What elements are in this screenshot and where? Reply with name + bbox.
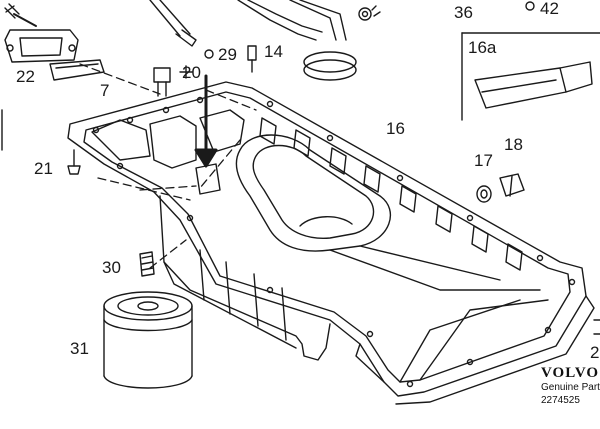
part-2-drawing: [593, 319, 600, 335]
oil-pickup-drawing: [237, 0, 357, 81]
brand-number: 2274525: [541, 395, 580, 406]
drain-plug-drawing: [153, 65, 193, 97]
brand-name: VOLVO: [541, 365, 600, 381]
label-20: 20: [182, 63, 201, 82]
label-30: 30: [102, 258, 121, 277]
nipple-30-drawing: [139, 251, 155, 277]
label-22: 22: [16, 67, 35, 86]
brand-subtitle: Genuine Part: [541, 382, 600, 393]
label-2: 2: [590, 343, 600, 362]
label-17: 17: [474, 151, 493, 170]
oil-pan-drawing: [67, 81, 595, 405]
cover-plate-drawing: [4, 29, 105, 81]
label-7: 7: [100, 81, 110, 100]
bolt-21-drawing: [67, 149, 81, 175]
small-hardware-drawing: [204, 45, 257, 73]
dipstick-tube-drawing: [149, 0, 197, 47]
label-16a: 16a: [468, 38, 497, 57]
sealant-tube-box: [461, 32, 600, 121]
label-18: 18: [504, 135, 523, 154]
bolt-top-left-drawing: [4, 3, 37, 27]
label-36: 36: [454, 3, 473, 22]
label-42: 42: [540, 0, 559, 18]
plug-17-18-drawing: [476, 173, 525, 203]
leader-lines: [79, 63, 257, 269]
label-21: 21: [34, 159, 53, 178]
oil-filter-drawing: [103, 291, 193, 389]
label-29: 29: [218, 45, 237, 64]
washer-42-drawing: [358, 1, 535, 21]
label-31: 31: [70, 339, 89, 358]
label-14: 14: [264, 42, 283, 61]
label-16: 16: [386, 119, 405, 138]
